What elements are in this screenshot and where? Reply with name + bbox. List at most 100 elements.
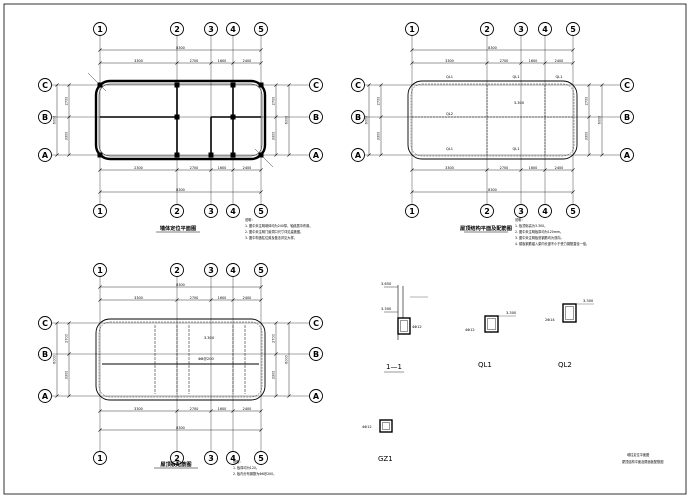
roof-axis-left-A-label: A [355,151,362,160]
wall-dim-seg-bottom: 2300 [134,166,143,170]
slab-axis-left-B: B [38,347,52,361]
column-gz [174,152,180,158]
slab-dim-seg-top: 1600 [218,296,227,300]
wall-axis-top-3: 3 [204,22,218,36]
slab-axis-right-A-label: A [313,392,320,401]
title-line-2: 屋顶结构平面及屋面板配筋图 [622,459,663,464]
slab-axis-bottom-4-label: 4 [230,454,236,463]
slab-axis-bottom-4: 4 [226,451,240,465]
slab-grid [52,277,309,451]
wall-axis-top-2: 2 [170,22,184,36]
slab-axis-top-2: 2 [170,263,184,277]
slab-axis-top-4-label: 4 [230,266,236,275]
slab-axis-bottom-2: 2 [170,451,184,465]
roof-dim-seg-top: 2400 [555,59,564,63]
gz1-detail: 4Φ12 GZ1 [362,419,393,463]
roof-axis-top-2: 2 [480,22,494,36]
door-swing [87,72,107,92]
wall-note: 说明： [245,217,255,222]
roof-outline [407,80,578,160]
wall-dim-seg-top: 2700 [190,59,199,63]
slab-dim-seg-vert: 3300 [65,371,69,380]
wall-dim-seg-bottom: 2700 [190,166,199,170]
slab-dim-seg-top: 2700 [190,296,199,300]
ql1-detail: 3.300 4Φ12 QL1 [465,311,517,369]
roof-note: 4. 楼板钢筋锚入梁内长度不小于受力钢筋直径一倍。 [515,241,589,246]
roof-beam-label: QL1 [446,147,453,151]
wall-axis-top-1: 1 [93,22,107,36]
slab-axis-bottom-3: 3 [204,451,218,465]
slab-axis-right-C-label: C [313,319,319,328]
roof-axis-top-4-label: 4 [542,25,548,34]
roof-dim-overall-vert: 6000 [365,116,369,125]
roof-dim-seg-top: 2700 [500,59,509,63]
wall-axis-left-B: B [38,110,52,124]
slab-axis-left-B-label: B [42,350,48,359]
roof-dim-seg-bottom: 2400 [555,166,564,170]
wall-axis-left-C: C [38,78,52,92]
slab-dim-seg-bottom: 2400 [243,407,252,411]
roof-axis-bottom-4-label: 4 [542,207,548,216]
roof-dim-seg-bottom: 2700 [500,166,509,170]
slab-axis-top-4: 4 [226,263,240,277]
roof-axis-top-2-label: 2 [484,25,490,34]
roof-dim-seg-vert: 2700 [585,97,589,106]
slab-axis-left-C-label: C [42,319,48,328]
wall-axis-left-A: A [38,148,52,162]
ql1-name: QL1 [478,361,492,369]
wall-dim-seg-top: 3300 [134,59,143,63]
slab-note: 1. 板厚均为120。 [233,465,259,470]
wall-dim-seg-vert: 2700 [65,97,69,106]
roof-axis-bottom-1: 1 [405,204,419,218]
roof-note: 2. 图中未注明板厚均为120mm。 [515,229,563,234]
roof-dim-seg-bottom: 3300 [445,166,454,170]
wall-dim-seg-vert: 3300 [272,132,276,141]
wall-dim-seg-vert: 3300 [65,132,69,141]
slab-dim-seg-bottom: 1600 [218,407,227,411]
wall-axis-right-B-label: B [313,113,319,122]
roof-axis-right-B: B [620,110,634,124]
slab-axis-left-A: A [38,389,52,403]
roof-beam-label: QL1 [512,147,519,151]
roof-axis-bottom-5-label: 5 [570,207,576,216]
slab-axis-top-5-label: 5 [258,266,264,275]
roof-axis-left-B-label: B [355,113,361,122]
roof-axis-right-A: A [620,148,634,162]
section-name: 1—1 [386,363,402,371]
ql1-elev: 3.300 [506,311,517,315]
section-1-1-detail: 3.650 3.300 4Φ12 1—1 [381,282,428,373]
roof-elev-label: 3.300 [514,101,525,105]
ql2-rebar: 2Φ14 [545,318,555,322]
ql2-detail: 3.300 2Φ14 QL2 [545,299,594,369]
roof-axis-right-A-label: A [624,151,631,160]
section-rebar: 4Φ12 [412,325,422,329]
wall-axis-left-B-label: B [42,113,48,122]
wall-axis-bottom-2-label: 2 [174,207,180,216]
roof-axis-right-C: C [620,78,634,92]
wall-title: 墙体定位平面图 [160,224,196,232]
roof-title: 屋顶结构平面及配筋图 [460,224,512,232]
roof-axis-left-C-label: C [355,81,361,90]
roof-axis-bottom-2: 2 [480,204,494,218]
column-gz [258,82,264,88]
gz1-name: GZ1 [378,455,393,463]
roof-axis-right-C-label: C [624,81,630,90]
roof-note: 1. 板顶标高为3.300。 [515,223,547,228]
slab-axis-right-B: B [309,347,323,361]
column-gz [208,152,214,158]
ql2-name: QL2 [558,361,572,369]
roof-axis-bottom-1-label: 1 [409,207,415,216]
wall-inner-outline [98,83,263,157]
roof-dim-seg-top: 3300 [445,59,454,63]
wall-axis-bottom-5: 5 [254,204,268,218]
slab-dim-seg-bottom: 2700 [190,407,199,411]
slab-axis-left-A-label: A [42,392,49,401]
slab-dim-seg-bottom: 3300 [134,407,143,411]
wall-axis-top-1-label: 1 [97,25,103,34]
column-gz [97,152,103,158]
